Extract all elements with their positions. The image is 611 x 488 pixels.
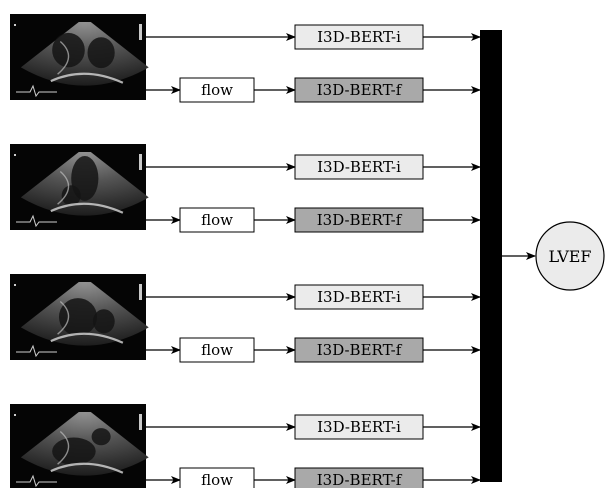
i3d-bert-i-box: I3D-BERT-i [295,25,423,49]
i3d-bert-i-box-label: I3D-BERT-i [317,28,401,46]
echocardiogram-image [10,274,149,360]
flow-box: flow [180,208,254,232]
flow-box: flow [180,78,254,102]
stream-row: I3D-BERT-i flow I3D-BERT-f [10,404,480,488]
i3d-bert-i-box-label: I3D-BERT-i [317,288,401,306]
flow-box-label: flow [201,341,233,359]
flow-box-label: flow [201,211,233,229]
lvef-label: LVEF [548,247,591,266]
echocardiogram-image [10,404,149,488]
flow-box: flow [180,468,254,488]
i3d-bert-f-box: I3D-BERT-f [295,338,423,362]
i3d-bert-i-box: I3D-BERT-i [295,155,423,179]
flow-box: flow [180,338,254,362]
i3d-bert-f-box-label: I3D-BERT-f [317,341,403,359]
i3d-bert-f-box: I3D-BERT-f [295,78,423,102]
echocardiogram-image [10,144,149,230]
stream-row: I3D-BERT-i flow I3D-BERT-f [10,144,480,232]
flow-box-label: flow [201,81,233,99]
fusion-bar [480,30,502,482]
i3d-bert-f-box: I3D-BERT-f [295,468,423,488]
echocardiogram-image [10,14,149,100]
i3d-bert-f-box-label: I3D-BERT-f [317,471,403,488]
i3d-bert-f-box: I3D-BERT-f [295,208,423,232]
i3d-bert-i-box-label: I3D-BERT-i [317,158,401,176]
i3d-bert-i-box: I3D-BERT-i [295,285,423,309]
i3d-bert-i-box-label: I3D-BERT-i [317,418,401,436]
lvef-output-node: LVEF [536,222,604,290]
i3d-bert-f-box-label: I3D-BERT-f [317,81,403,99]
stream-row: I3D-BERT-i flow I3D-BERT-f [10,14,480,102]
flow-box-label: flow [201,471,233,488]
i3d-bert-f-box-label: I3D-BERT-f [317,211,403,229]
stream-row: I3D-BERT-i flow I3D-BERT-f [10,274,480,362]
i3d-bert-i-box: I3D-BERT-i [295,415,423,439]
